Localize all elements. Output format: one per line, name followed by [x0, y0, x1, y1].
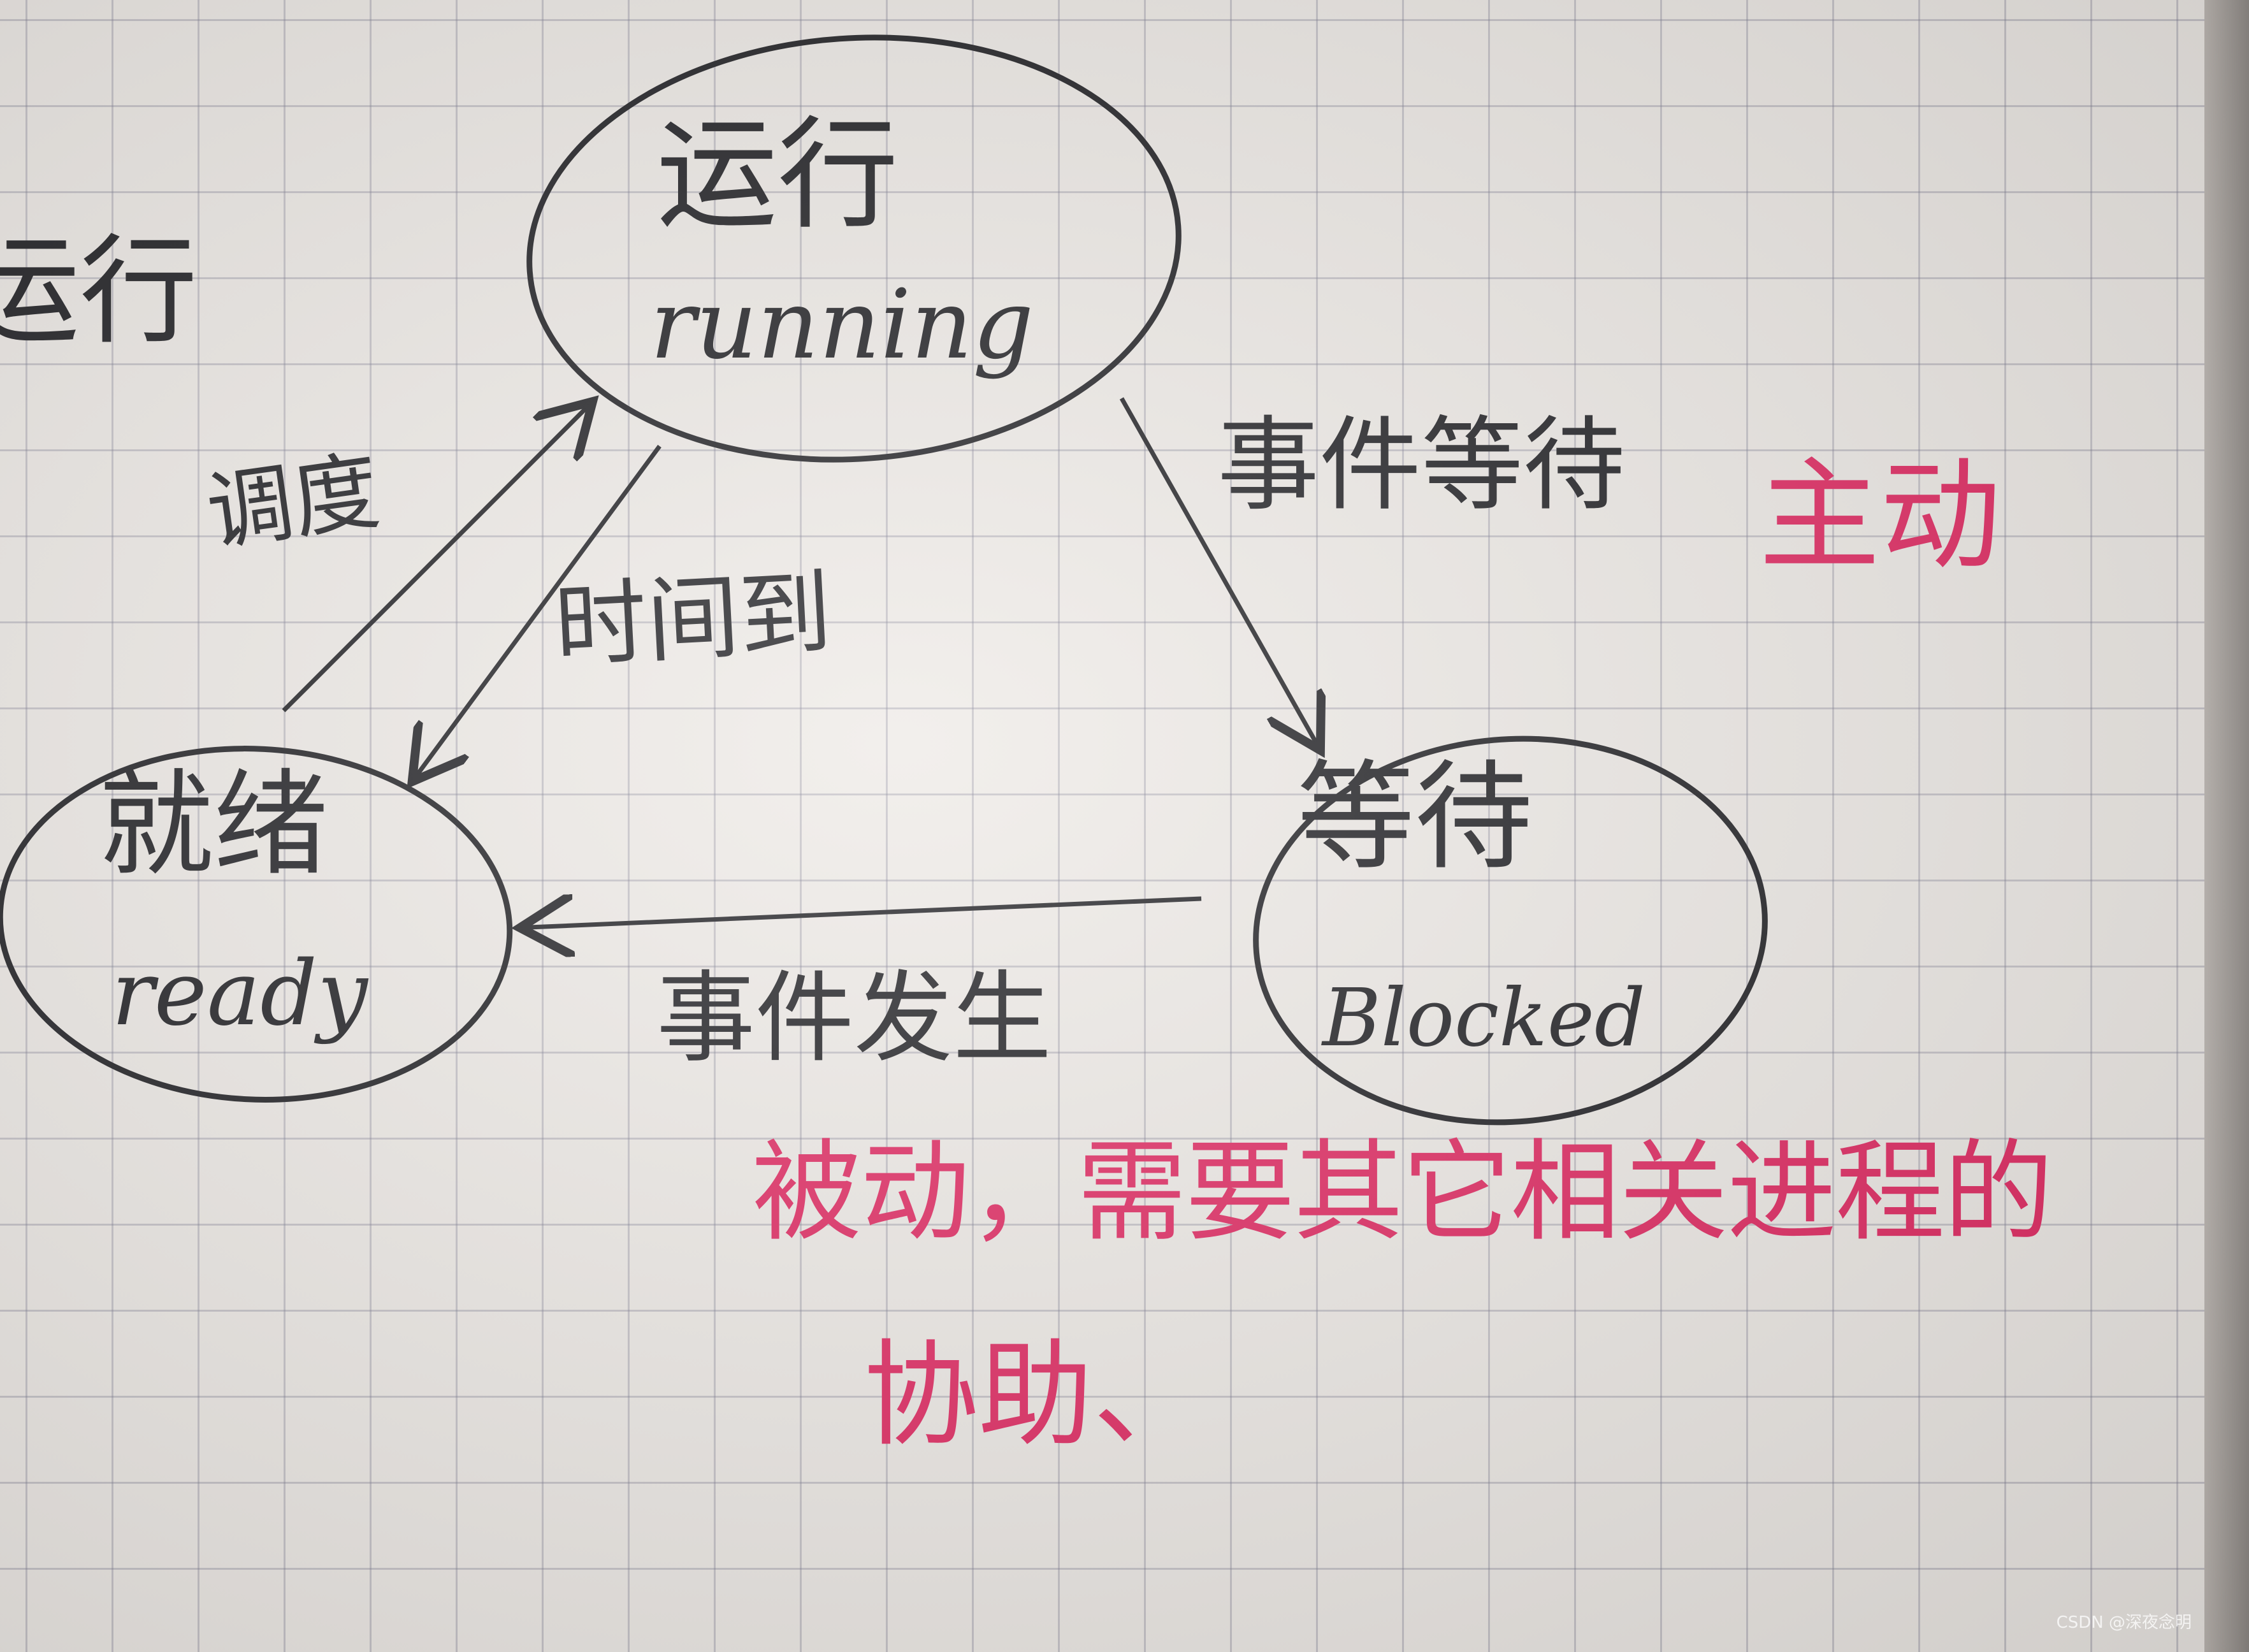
blocked-state-subtitle: Blocked	[1322, 972, 1645, 1064]
wait-event-arrow	[1119, 397, 1316, 743]
ready-state-subtitle: ready	[112, 942, 368, 1046]
passive-note-line2: 协助、	[864, 1329, 1208, 1462]
ready-state-ellipse	[0, 746, 513, 1103]
blocked-state-ellipse	[1253, 735, 1768, 1126]
watermark-text: CSDN @深夜念明	[2056, 1613, 2192, 1632]
blocked-state-title: 等待	[1297, 748, 1533, 886]
timeslice-arrow	[417, 444, 662, 774]
passive-note-line1: 被动，需要其它相关进程的	[752, 1128, 2053, 1256]
ready-state-title: 就绪	[99, 758, 329, 892]
active-note: 主动	[1759, 446, 2002, 586]
schedule-label: 调度	[201, 440, 386, 564]
timeslice-label: 时间到	[551, 558, 835, 681]
margin-fragment-text: 运行	[0, 222, 198, 360]
event-occurs-arrow	[529, 899, 1202, 927]
running-state-subtitle: running	[650, 270, 1034, 380]
running-state-ellipse	[526, 34, 1182, 463]
running-state-title: 运行	[656, 105, 899, 245]
schedule-arrow	[282, 408, 586, 713]
wait-event-label: 事件等待	[1217, 405, 1626, 525]
page-edge	[2204, 0, 2249, 1652]
event-occurs-label: 事件发生	[656, 960, 1052, 1076]
